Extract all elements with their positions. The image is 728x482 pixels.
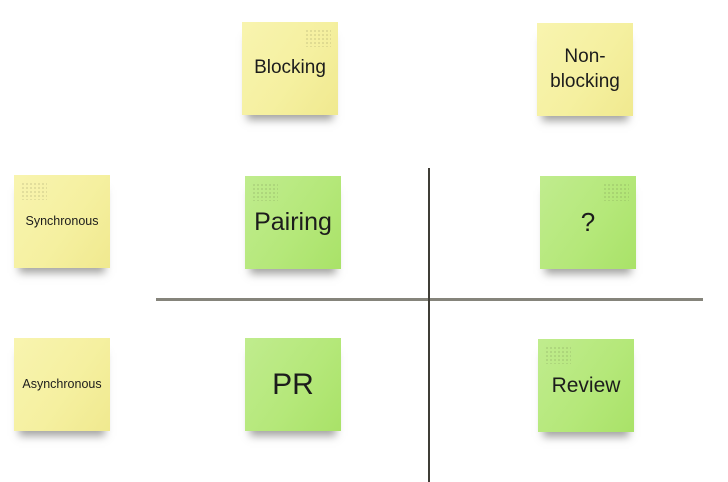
- sticky-note-review[interactable]: Review: [538, 339, 634, 432]
- sticky-note-blocking[interactable]: Blocking: [242, 22, 338, 115]
- sticky-note-question-mark[interactable]: ?: [540, 176, 636, 269]
- note-texture: [305, 29, 331, 47]
- vertical-axis-line[interactable]: [428, 168, 430, 482]
- note-texture: [603, 183, 629, 201]
- sticky-note-label: Asynchronous: [22, 377, 102, 392]
- sticky-note-pr[interactable]: PR: [245, 338, 341, 431]
- sticky-note-label: Review: [551, 373, 621, 397]
- sticky-note-label: Blocking: [254, 57, 326, 79]
- sticky-note-label: Synchronous: [25, 214, 99, 229]
- note-texture: [252, 183, 278, 201]
- note-texture: [21, 182, 47, 200]
- sticky-note-label: PR: [272, 368, 314, 401]
- sticky-note-synchronous[interactable]: Synchronous: [14, 175, 110, 268]
- note-texture: [545, 346, 571, 364]
- sticky-note-label: Pairing: [254, 208, 332, 237]
- sticky-note-label: Non-blocking: [550, 45, 620, 92]
- sticky-note-pairing[interactable]: Pairing: [245, 176, 341, 269]
- sticky-note-label: ?: [580, 206, 596, 237]
- sticky-note-non-blocking[interactable]: Non-blocking: [537, 23, 633, 116]
- sticky-note-asynchronous[interactable]: Asynchronous: [14, 338, 110, 431]
